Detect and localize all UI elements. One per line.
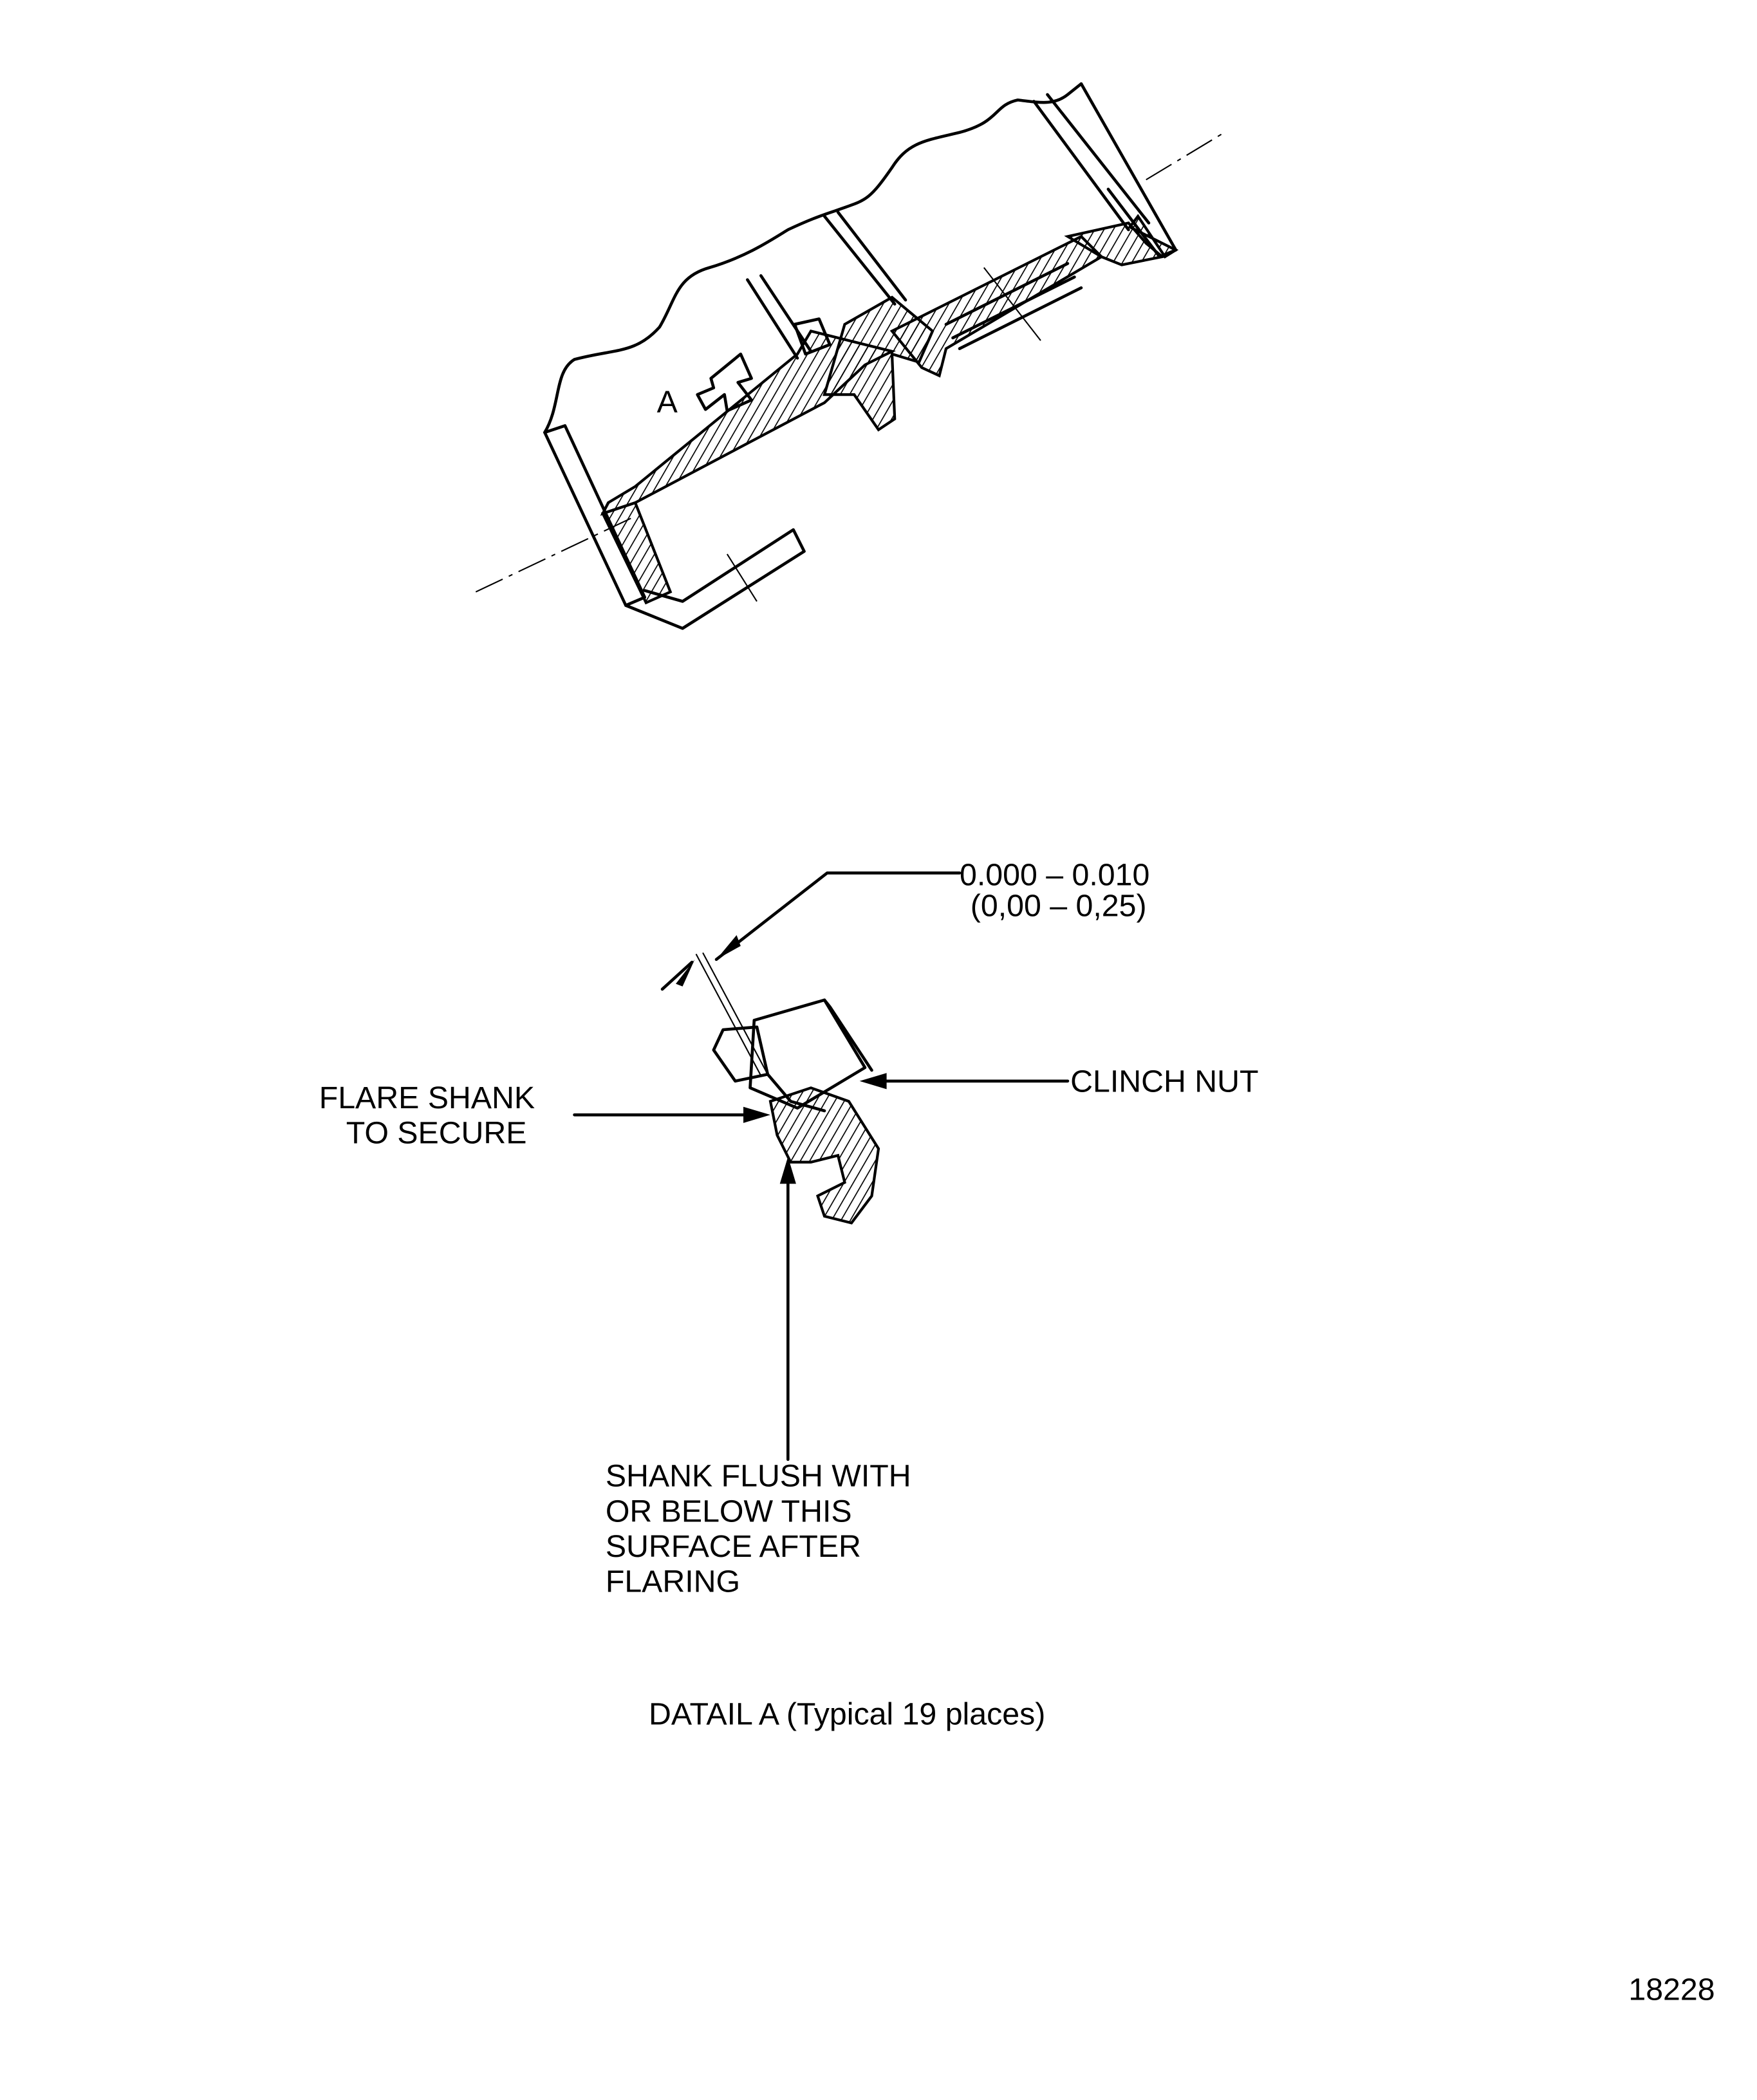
- flare-shank-label-line1: FLARE SHANK: [319, 1081, 535, 1115]
- shank-flush-label-line3: SURFACE AFTER: [606, 1529, 861, 1564]
- flare-shank-label-line2: TO SECURE: [346, 1115, 527, 1150]
- view-label-a: A: [657, 384, 678, 419]
- dimension-mm: (0,00 – 0,25): [971, 889, 1147, 924]
- housing-section-view: [475, 82, 1225, 630]
- shank-flush-label-line2: OR BELOW THIS: [606, 1494, 852, 1529]
- dimension-inch: 0.000 – 0.010: [960, 857, 1149, 892]
- shank-flush-label-line1: SHANK FLUSH WITH: [606, 1459, 911, 1494]
- clinch-nut-label: CLINCH NUT: [1070, 1064, 1258, 1099]
- detail-a-clinch-nut: [573, 871, 1070, 1462]
- detail-caption: DATAIL A (Typical 19 places): [649, 1696, 1045, 1731]
- figure-number: 18228: [1628, 1973, 1715, 2007]
- shank-flush-label-line4: FLARING: [606, 1564, 740, 1599]
